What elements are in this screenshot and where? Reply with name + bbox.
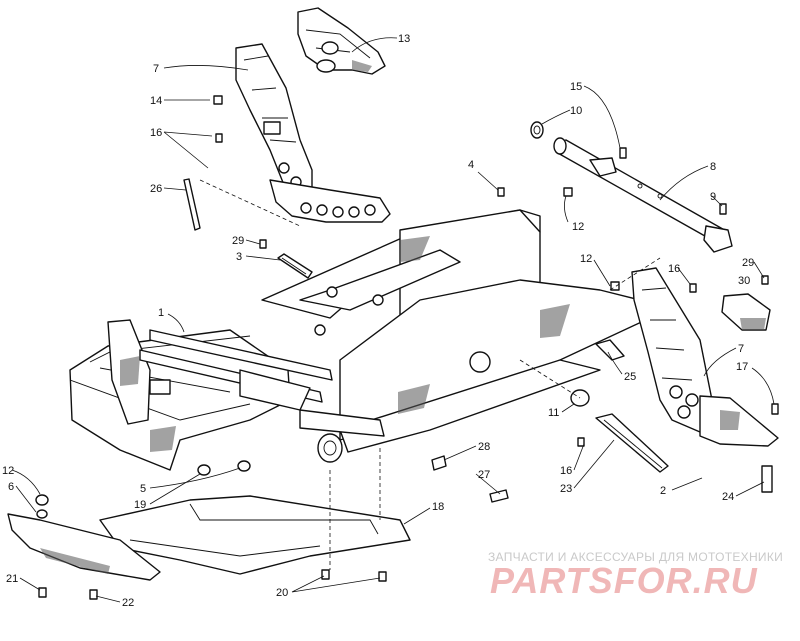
part-25-clip <box>595 339 625 361</box>
part-22-front-lip <box>7 513 161 581</box>
part-18-belly-pan <box>99 495 411 575</box>
rivet-16b <box>689 283 697 293</box>
callout-27: 27 <box>478 469 490 481</box>
rivet-29a <box>259 239 267 249</box>
part-30-bumper <box>721 293 771 331</box>
callout-10: 10 <box>570 105 582 117</box>
part-10-bushing <box>530 121 544 139</box>
callout-12-left: 12 <box>2 465 14 477</box>
rivet-29b <box>761 275 769 285</box>
callout-11: 11 <box>548 407 559 419</box>
part-23-lower-rail <box>595 413 669 473</box>
left-footrest-plate <box>269 179 391 223</box>
callout-5: 5 <box>140 483 146 495</box>
clip-28 <box>431 455 447 471</box>
bolt-15 <box>619 147 627 159</box>
callout-30: 30 <box>738 275 750 287</box>
callout-20: 20 <box>276 587 288 599</box>
bolt-17 <box>771 403 779 415</box>
fasteners <box>35 95 779 600</box>
callout-23: 23 <box>560 483 572 495</box>
bolt-21 <box>38 587 47 598</box>
callout-29-right: 29 <box>742 257 754 269</box>
callout-22: 22 <box>122 597 134 609</box>
nut-12c <box>610 281 620 291</box>
bolt-20a <box>321 569 330 580</box>
nut-19 <box>197 464 211 476</box>
callout-3: 3 <box>236 251 242 263</box>
rivet-16a <box>215 133 223 143</box>
callout-16-right: 16 <box>668 263 680 275</box>
callout-25: 25 <box>624 371 636 383</box>
callout-26: 26 <box>150 183 162 195</box>
part-3-brace <box>277 253 313 279</box>
callout-16-lower: 16 <box>560 465 572 477</box>
callout-16-left: 16 <box>150 127 162 139</box>
part-8-cross-tube <box>553 137 733 253</box>
callout-19: 19 <box>134 499 146 511</box>
bolt-20b <box>378 571 387 582</box>
nut-5 <box>237 460 251 472</box>
callout-12-upper: 12 <box>572 221 584 233</box>
bolt-22 <box>89 589 98 600</box>
callout-13: 13 <box>398 33 410 45</box>
right-lower-bracket <box>699 395 779 447</box>
callout-9: 9 <box>710 191 716 203</box>
callout-17: 17 <box>736 361 748 373</box>
callout-18: 18 <box>432 501 444 513</box>
nut-12b <box>563 187 573 197</box>
watermark-tagline: ЗАПЧАСТИ И АКСЕССУАРЫ ДЛЯ МОТОТЕХНИКИ <box>488 550 784 564</box>
part-24-end-bracket <box>761 465 773 493</box>
nut-12-left <box>35 494 49 506</box>
callout-15: 15 <box>570 81 582 93</box>
callout-7-right: 7 <box>738 343 744 355</box>
callout-28: 28 <box>478 441 490 453</box>
callout-29-left: 29 <box>232 235 244 247</box>
washer-6 <box>36 509 48 519</box>
rivet-16c <box>577 437 585 447</box>
rivet-4 <box>497 187 505 197</box>
callout-4: 4 <box>468 159 474 171</box>
callout-21: 21 <box>6 573 18 585</box>
part-13-steering-support <box>297 7 386 75</box>
bolt-9 <box>719 203 727 215</box>
callout-8: 8 <box>710 161 716 173</box>
callout-7-left: 7 <box>153 63 159 75</box>
callout-6: 6 <box>8 481 14 493</box>
callout-2: 2 <box>660 485 666 497</box>
leader-lines <box>11 37 775 603</box>
watermark-logo: PARTSFOR.RU <box>490 560 758 601</box>
main-frame-tunnel <box>69 209 651 471</box>
callout-14: 14 <box>150 95 162 107</box>
callout-24: 24 <box>722 491 734 503</box>
bolt-14 <box>213 95 223 105</box>
callout-labels: 13 7 14 16 26 29 3 4 1 15 10 8 9 12 12 1… <box>2 33 754 609</box>
alignment-lines <box>199 179 661 570</box>
callout-12-right: 12 <box>580 253 592 265</box>
rivet-27 <box>489 489 509 503</box>
callout-1: 1 <box>158 307 164 319</box>
part-26-rod <box>183 178 201 231</box>
